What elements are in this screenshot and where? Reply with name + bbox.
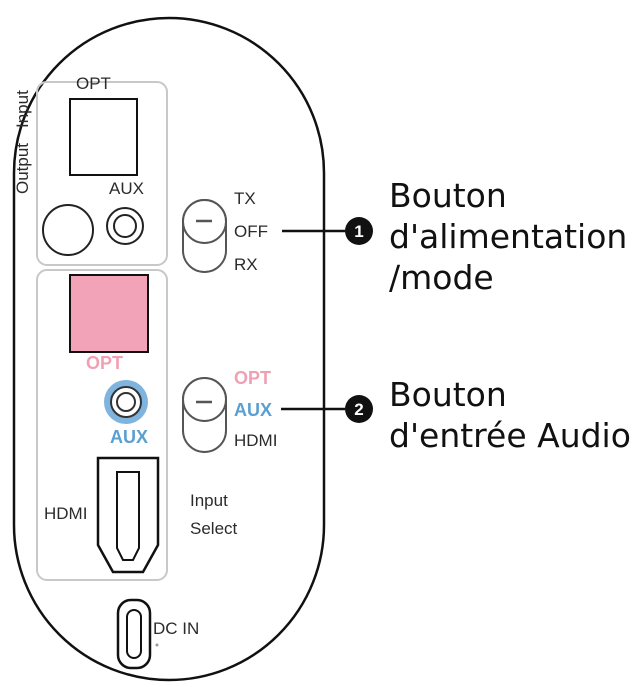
hdmi-port-inner [116,471,140,561]
input-switch-position-opt: OPT [234,368,272,388]
callout-1-line-1: Bouton [389,176,507,215]
input-select-caption-line2: Select [190,519,238,538]
power-switch-position-tx: TX [234,189,256,208]
output-panel [36,81,168,266]
callout-2-line-2: d'entrée Audio [389,416,631,455]
callout-1-text: Bouton d'alimentation /mode [389,175,627,298]
input-switch-position-hdmi: HDMI [234,431,278,450]
input-panel [36,269,168,581]
input-hdmi-label: HDMI [44,504,88,523]
output-large-jack [42,204,94,256]
input-aux-jack-inner [116,392,136,412]
power-switch-position-rx: RX [234,255,258,274]
input-aux-label: AUX [110,427,149,447]
output-opt-label: OPT [76,74,111,93]
callout-1-line-3: /mode [389,258,494,297]
callout-2-line-1: Bouton [389,375,507,414]
input-opt-label: OPT [86,353,124,373]
callout-badge-1 [345,217,373,245]
input-opt-port [69,274,149,353]
callout-number-1: 1 [354,222,363,241]
input-select-caption-line1: Input [190,491,228,510]
dc-port-inner [126,609,142,659]
input-section-label: Input [13,90,32,128]
callout-1-line-2: d'alimentation [389,217,628,256]
dc-indicator-dot [155,643,159,647]
device-body [12,16,326,682]
callout-badge-2 [345,395,373,423]
input-switch-position-aux: AUX [234,400,273,420]
input-select-switch-knob [182,377,227,422]
output-section-label: Output [13,142,32,194]
dc-in-label: DC IN [153,619,200,638]
output-opt-port [69,98,138,176]
output-aux-jack-inner [113,214,137,238]
callout-2-text: Bouton d'entrée Audio [389,374,631,456]
callout-number-2: 2 [354,400,363,419]
power-switch-position-off: OFF [234,222,268,241]
output-aux-label: AUX [109,179,144,198]
